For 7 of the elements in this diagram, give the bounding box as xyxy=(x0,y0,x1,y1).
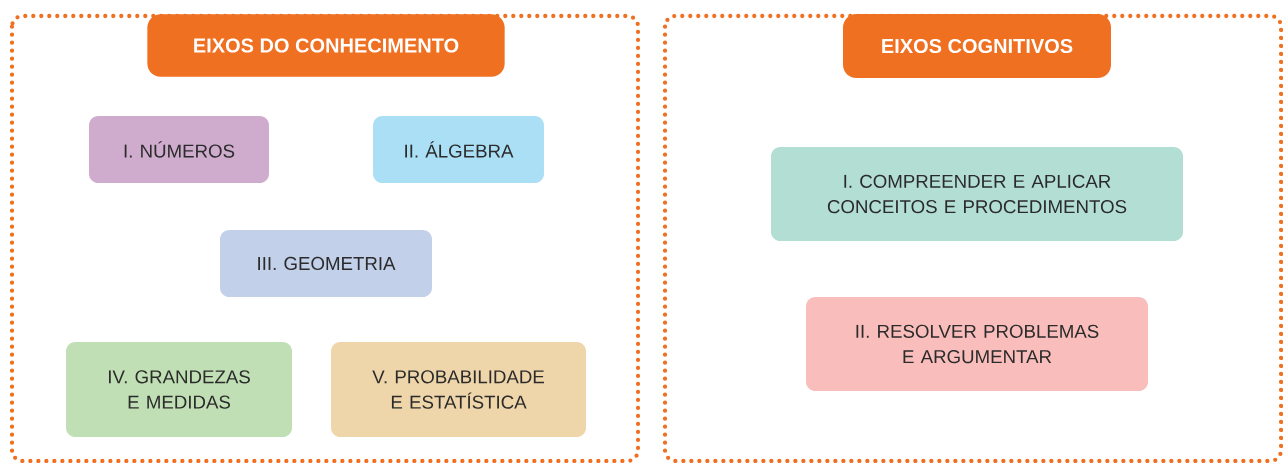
category-box: III. GEOMETRIA xyxy=(220,230,432,297)
category-box: II. RESOLVER PROBLEMAS E ARGUMENTAR xyxy=(806,297,1148,391)
category-box: II. ÁLGEBRA xyxy=(373,116,544,183)
category-box: V. PROBABILIDADE E ESTATÍSTICA xyxy=(331,342,586,437)
category-box: IV. GRANDEZAS E MEDIDAS xyxy=(66,342,292,437)
category-box: I. NÚMEROS xyxy=(89,116,269,183)
category-box: I. COMPREENDER E APLICAR CONCEITOS E PROCEDIMENTOS xyxy=(771,147,1183,241)
